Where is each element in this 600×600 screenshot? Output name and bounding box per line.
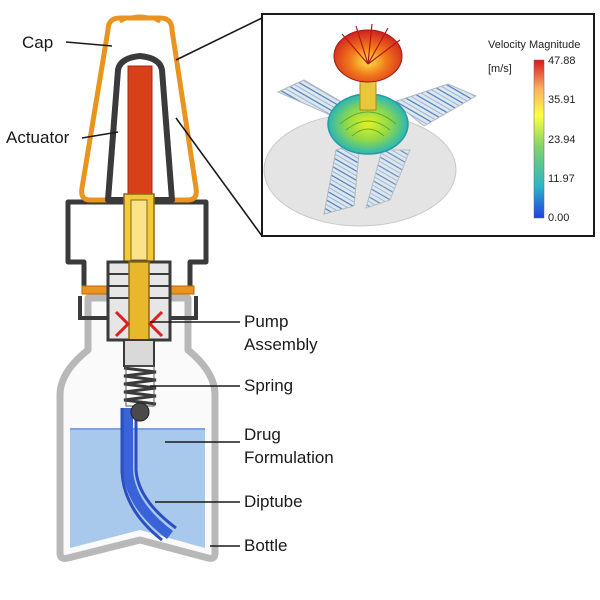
label-cap: Cap — [22, 33, 53, 52]
label-bottle: Bottle — [244, 536, 287, 555]
colorbar-title: Velocity Magnitude — [488, 39, 580, 51]
actuator — [105, 53, 175, 203]
swirl-streamlines — [339, 111, 397, 137]
colorbar-tick: 35.91 — [548, 94, 576, 106]
label-spring: Spring — [244, 376, 293, 395]
colorbar — [533, 59, 545, 219]
pump-assembly — [106, 193, 172, 367]
plume-rays — [341, 23, 401, 65]
cap — [79, 14, 199, 203]
label-drug-line1: Drug — [244, 425, 281, 444]
colorbar-ticks: 47.88 35.91 23.94 11.97 0.00 — [548, 55, 576, 224]
actuator-stem — [127, 65, 153, 195]
label-diptube: Diptube — [244, 492, 303, 511]
label-drug-line2: Formulation — [244, 448, 334, 467]
leader-lines — [65, 17, 263, 547]
colorbar-tick: 11.97 — [548, 173, 575, 185]
labels: Cap Actuator Pump Assembly Spring Drug F… — [6, 33, 334, 555]
label-actuator: Actuator — [6, 128, 70, 147]
spray-plume — [333, 29, 403, 83]
colorbar-tick: 47.88 — [548, 55, 576, 67]
label-pump-line1: Pump — [244, 312, 288, 331]
colorbar-tick: 0.00 — [548, 212, 569, 224]
diptube — [120, 408, 177, 542]
colorbar-tick: 23.94 — [548, 134, 576, 146]
check-ball — [130, 402, 150, 422]
label-pump-line2: Assembly — [244, 335, 318, 354]
cfd-inset: Velocity Magnitude [m/s] 47.88 35.91 23.… — [261, 13, 595, 237]
nozzle-orifice — [359, 77, 377, 111]
colorbar-unit: [m/s] — [488, 63, 512, 75]
